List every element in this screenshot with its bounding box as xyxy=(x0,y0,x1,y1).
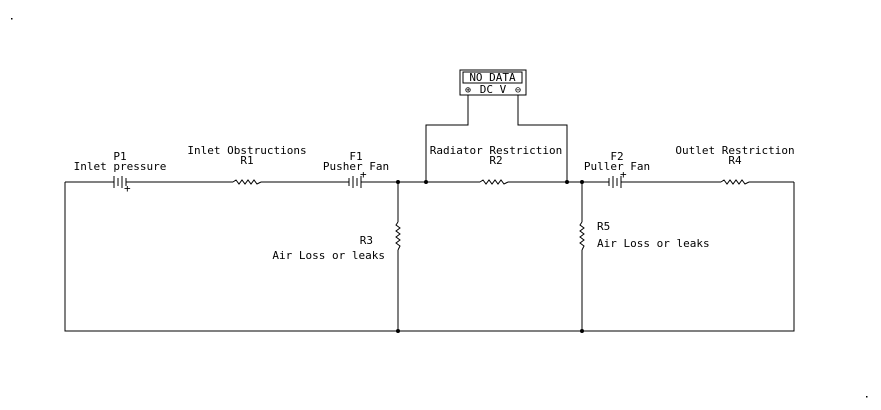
battery-symbol-icon xyxy=(110,176,130,188)
f1-label: Pusher Fan xyxy=(323,160,389,173)
meter-mode: DC V xyxy=(480,83,507,96)
r3-label: Air Loss or leaks xyxy=(272,249,385,262)
source-p1: + P1 Inlet pressure xyxy=(74,150,167,195)
meter-display xyxy=(462,71,523,84)
resistor-r1: Inlet Obstructions R1 xyxy=(187,144,307,185)
r3-designator: R3 xyxy=(360,234,373,247)
f2-plus-sign: + xyxy=(620,168,627,181)
f1-designator: F1 xyxy=(349,150,362,163)
r2-label: Radiator Restriction xyxy=(430,144,562,157)
resistor-r4: Outlet Restriction R4 xyxy=(675,144,795,185)
meter-plus-terminal-icon[interactable]: ⊕ xyxy=(465,85,471,96)
r5-label: Air Loss or leaks xyxy=(597,237,710,250)
r1-designator: R1 xyxy=(240,154,253,167)
meter-reading: NO DATA xyxy=(469,71,516,84)
battery-symbol-icon xyxy=(345,176,365,188)
p1-label: Inlet pressure xyxy=(74,160,167,173)
p1-designator: P1 xyxy=(113,150,126,163)
resistor-zigzag-icon xyxy=(232,179,262,185)
p1-plus-sign: + xyxy=(124,182,131,195)
r4-label: Outlet Restriction xyxy=(675,144,794,157)
corner-dot-top-left xyxy=(11,18,13,20)
resistor-zigzag-icon xyxy=(479,179,509,185)
r4-designator: R4 xyxy=(728,154,742,167)
corner-dot-bottom-right xyxy=(866,396,868,398)
resistor-r3: R3 Air Loss or leaks xyxy=(272,221,401,262)
source-f2: + F2 Puller Fan xyxy=(584,150,650,188)
resistor-r5: R5 Air Loss or leaks xyxy=(579,220,710,251)
resistor-zigzag-icon xyxy=(579,221,585,251)
junction-dots xyxy=(396,180,584,333)
resistor-r2: Radiator Restriction R2 xyxy=(430,144,562,185)
battery-symbol-icon xyxy=(605,176,625,188)
f2-designator: F2 xyxy=(610,150,623,163)
f1-plus-sign: + xyxy=(360,168,367,181)
r1-label: Inlet Obstructions xyxy=(187,144,306,157)
voltmeter[interactable]: NO DATA ⊕ DC V ⊖ xyxy=(459,69,527,96)
resistor-zigzag-icon xyxy=(395,221,401,251)
r5-designator: R5 xyxy=(597,220,610,233)
meter-minus-terminal-icon[interactable]: ⊖ xyxy=(515,85,521,96)
wires xyxy=(64,95,795,332)
source-f1: + F1 Pusher Fan xyxy=(323,150,389,188)
resistor-zigzag-icon xyxy=(720,179,750,185)
r2-designator: R2 xyxy=(489,154,502,167)
f2-label: Puller Fan xyxy=(584,160,650,173)
